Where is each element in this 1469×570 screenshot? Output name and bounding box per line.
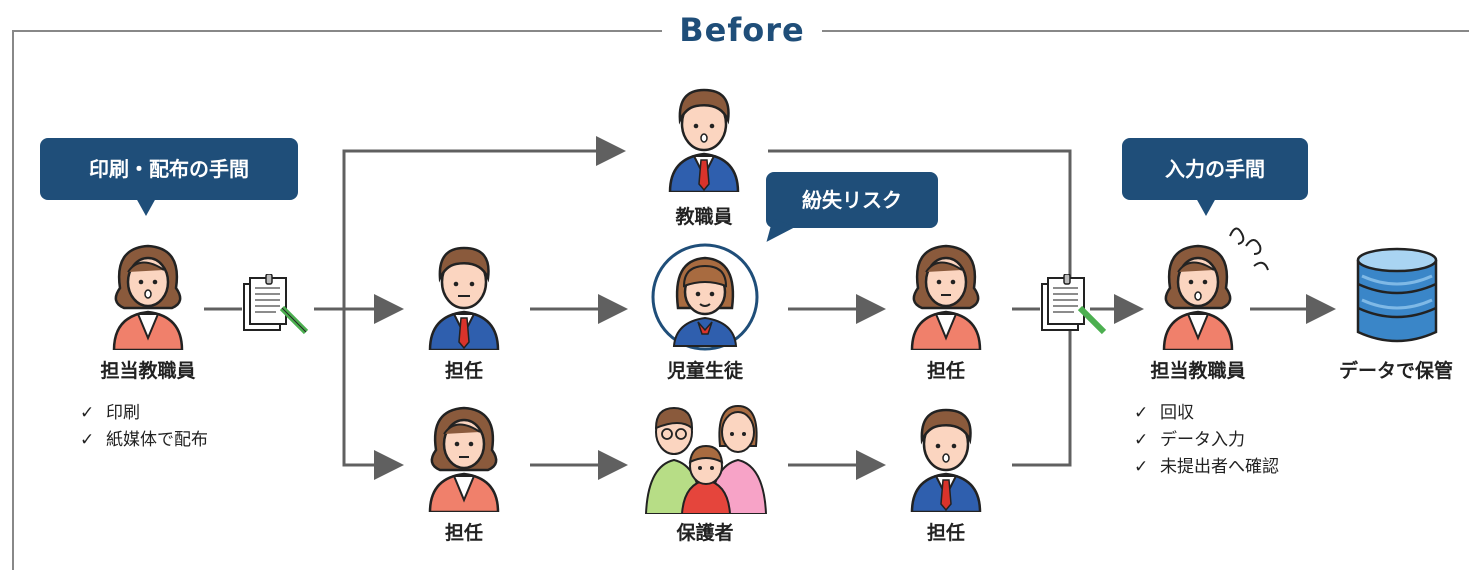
- homeroom-right-mid-label: 担任: [926, 360, 966, 382]
- list-item: ✓ 未提出者へ確認: [1134, 454, 1279, 481]
- paper-document-icon: [1041, 274, 1107, 335]
- bubble-text: 印刷・配布の手間: [89, 157, 249, 181]
- print-effort-bubble: 印刷・配布の手間: [40, 138, 298, 216]
- check-icon: ✓: [1134, 403, 1149, 423]
- bubble-text: 紛失リスク: [802, 188, 902, 212]
- list-item: ✓ 紙媒体で配布: [80, 427, 208, 454]
- homeroom-female-icon: [428, 406, 500, 512]
- list-item-text: 未提出者へ確認: [1160, 457, 1279, 477]
- paper-document-icon: [243, 274, 309, 335]
- check-icon: ✓: [80, 430, 95, 450]
- list-item-text: 回収: [1160, 403, 1194, 423]
- teacher-left-label: 担当教職員: [100, 360, 196, 382]
- staff-male-icon: [668, 88, 740, 192]
- teacher-left-icon: [112, 244, 184, 350]
- bubble-text: 入力の手間: [1165, 157, 1265, 181]
- homeroom-mid-label: 担任: [444, 360, 484, 382]
- right-checklist: ✓ 回収 ✓ データ入力 ✓ 未提出者へ確認: [1134, 400, 1279, 481]
- arrow-to-homeroom-bottom: [342, 309, 404, 480]
- arrow-to-staff: [342, 136, 626, 309]
- homeroom-male-icon: [428, 246, 500, 350]
- list-item: ✓ データ入力: [1134, 427, 1279, 454]
- left-checklist: ✓ 印刷 ✓ 紙媒体で配布: [80, 400, 208, 454]
- return-from-bottom: [1012, 309, 1072, 467]
- family-icon: [644, 404, 768, 514]
- return-from-staff: [768, 149, 1072, 309]
- list-item: ✓ 印刷: [80, 400, 208, 427]
- list-item: ✓ 回収: [1134, 400, 1279, 427]
- input-effort-bubble: 入力の手間: [1122, 138, 1308, 216]
- guardian-label: 保護者: [676, 522, 734, 544]
- storage-label: データで保管: [1338, 360, 1454, 382]
- homeroom-bottom-label: 担任: [444, 522, 484, 544]
- check-icon: ✓: [1134, 430, 1149, 450]
- check-icon: ✓: [1134, 457, 1149, 477]
- homeroom-female-icon: [910, 244, 982, 350]
- list-item-text: 紙媒体で配布: [106, 430, 208, 450]
- teacher-right-worried-icon: [1162, 227, 1269, 350]
- staff-label: 教職員: [675, 206, 733, 228]
- teacher-right-label: 担当教職員: [1150, 360, 1246, 382]
- student-label: 児童生徒: [666, 360, 744, 382]
- diagram-title: Before: [662, 8, 822, 52]
- loss-risk-bubble: 紛失リスク: [764, 172, 938, 250]
- flow-connectors: [204, 136, 1336, 480]
- check-icon: ✓: [80, 403, 95, 423]
- list-item-text: データ入力: [1160, 430, 1245, 450]
- homeroom-right-bottom-label: 担任: [926, 522, 966, 544]
- database-icon: [1356, 247, 1438, 343]
- homeroom-male-icon: [910, 408, 982, 512]
- list-item-text: 印刷: [106, 403, 140, 423]
- student-icon: [651, 243, 759, 351]
